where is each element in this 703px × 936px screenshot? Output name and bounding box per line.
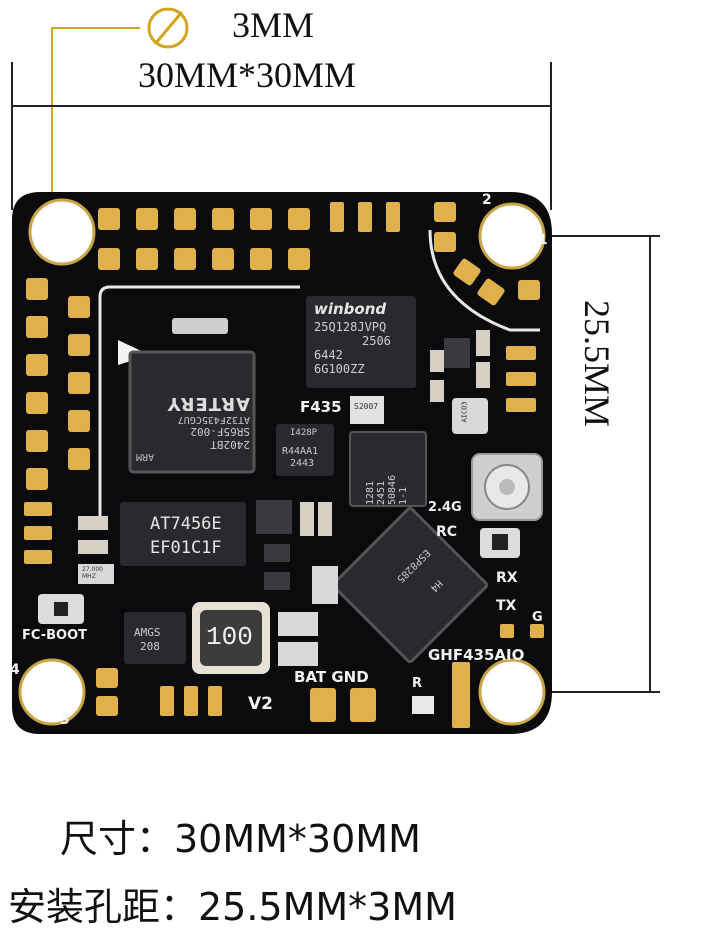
top-right-pads bbox=[330, 202, 540, 306]
rc-button bbox=[480, 528, 520, 558]
osd-chip bbox=[120, 502, 246, 566]
spec-size-line: 尺寸：30MM*30MM bbox=[60, 817, 421, 861]
flash-chip bbox=[306, 296, 416, 388]
spec-mount-line: 安装孔距：25.5MM*3MM bbox=[8, 885, 457, 929]
mount-hole-bottom-right bbox=[478, 658, 546, 726]
mount-hole-top-right bbox=[478, 202, 546, 270]
mount-hole-top-left bbox=[28, 198, 96, 266]
inductor bbox=[192, 602, 270, 674]
gyro-chip bbox=[452, 398, 488, 434]
diameter-symbol-icon bbox=[147, 7, 189, 49]
left-edge-pads bbox=[24, 502, 52, 564]
hole-leader-line bbox=[51, 27, 140, 232]
board-width-label: 30MM*30MM bbox=[138, 55, 357, 95]
antenna-connector bbox=[471, 453, 543, 521]
esp-chip bbox=[331, 506, 489, 664]
right-pads bbox=[500, 346, 544, 638]
rf-chip bbox=[349, 431, 427, 507]
left-pads bbox=[26, 278, 90, 490]
current-chip bbox=[124, 612, 186, 664]
mount-hole-bottom-left bbox=[18, 658, 86, 726]
baro-chip bbox=[276, 424, 334, 476]
bottom-pads bbox=[96, 662, 470, 728]
hole-diameter-label: 3MM bbox=[232, 5, 315, 45]
fc-boot-button bbox=[38, 594, 84, 624]
pcb-board bbox=[12, 192, 552, 734]
small-components bbox=[78, 318, 490, 714]
mcu-chip bbox=[128, 350, 256, 474]
top-pads bbox=[98, 208, 310, 270]
